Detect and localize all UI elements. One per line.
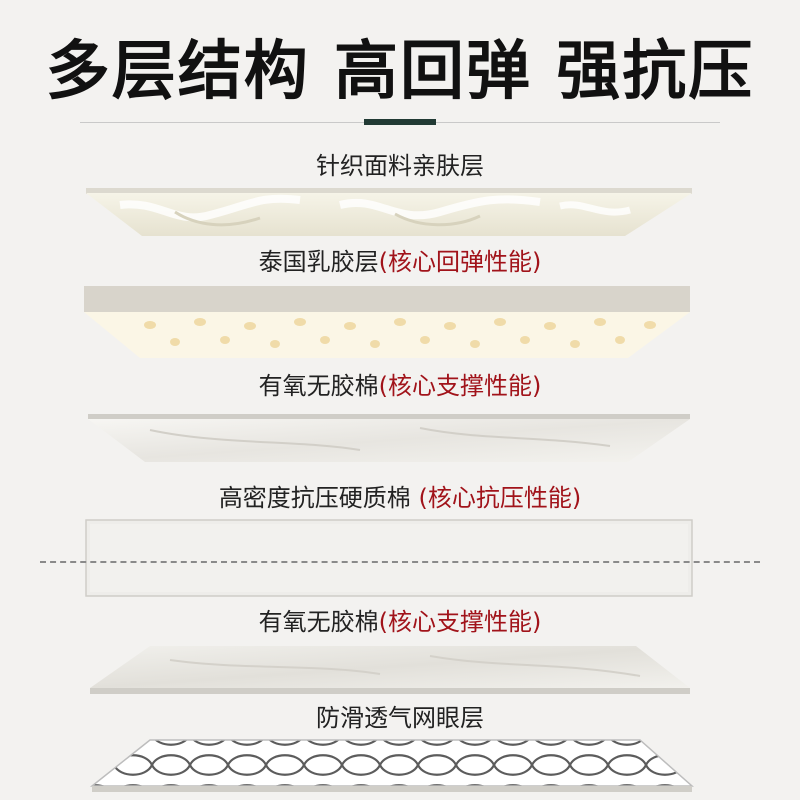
layer-note: (核心回弹性能) — [378, 248, 542, 276]
layer-name: 有氧无胶棉 — [258, 372, 379, 400]
headline: 多层结构 高回弹 强抗压 — [45, 35, 755, 109]
layer-name: 高密度抗压硬质棉 — [218, 484, 419, 512]
layer-name: 防滑透气网眼层 — [316, 704, 484, 732]
layer-name: 针织面料亲肤层 — [316, 152, 484, 180]
layer-label-high-density: 高密度抗压硬质棉 (核心抗压性能) — [0, 482, 800, 514]
layer-note: (核心支撑性能) — [378, 608, 542, 636]
layer-label-aerobic-cotton-top: 有氧无胶棉(核心支撑性能) — [0, 370, 800, 402]
layer-note: (核心抗压性能) — [418, 484, 582, 512]
title-divider-accent — [364, 119, 436, 125]
layer-name: 有氧无胶棉 — [258, 608, 379, 636]
layer-label-mesh: 防滑透气网眼层 — [0, 702, 800, 734]
layer-name: 泰国乳胶层 — [258, 248, 379, 276]
layer-note: (核心支撑性能) — [378, 372, 542, 400]
layer-label-knit-fabric: 针织面料亲肤层 — [0, 150, 800, 182]
layer-label-latex: 泰国乳胶层(核心回弹性能) — [0, 246, 800, 278]
layer-label-aerobic-cotton-bottom: 有氧无胶棉(核心支撑性能) — [0, 606, 800, 638]
dashed-guide-line — [40, 561, 760, 563]
